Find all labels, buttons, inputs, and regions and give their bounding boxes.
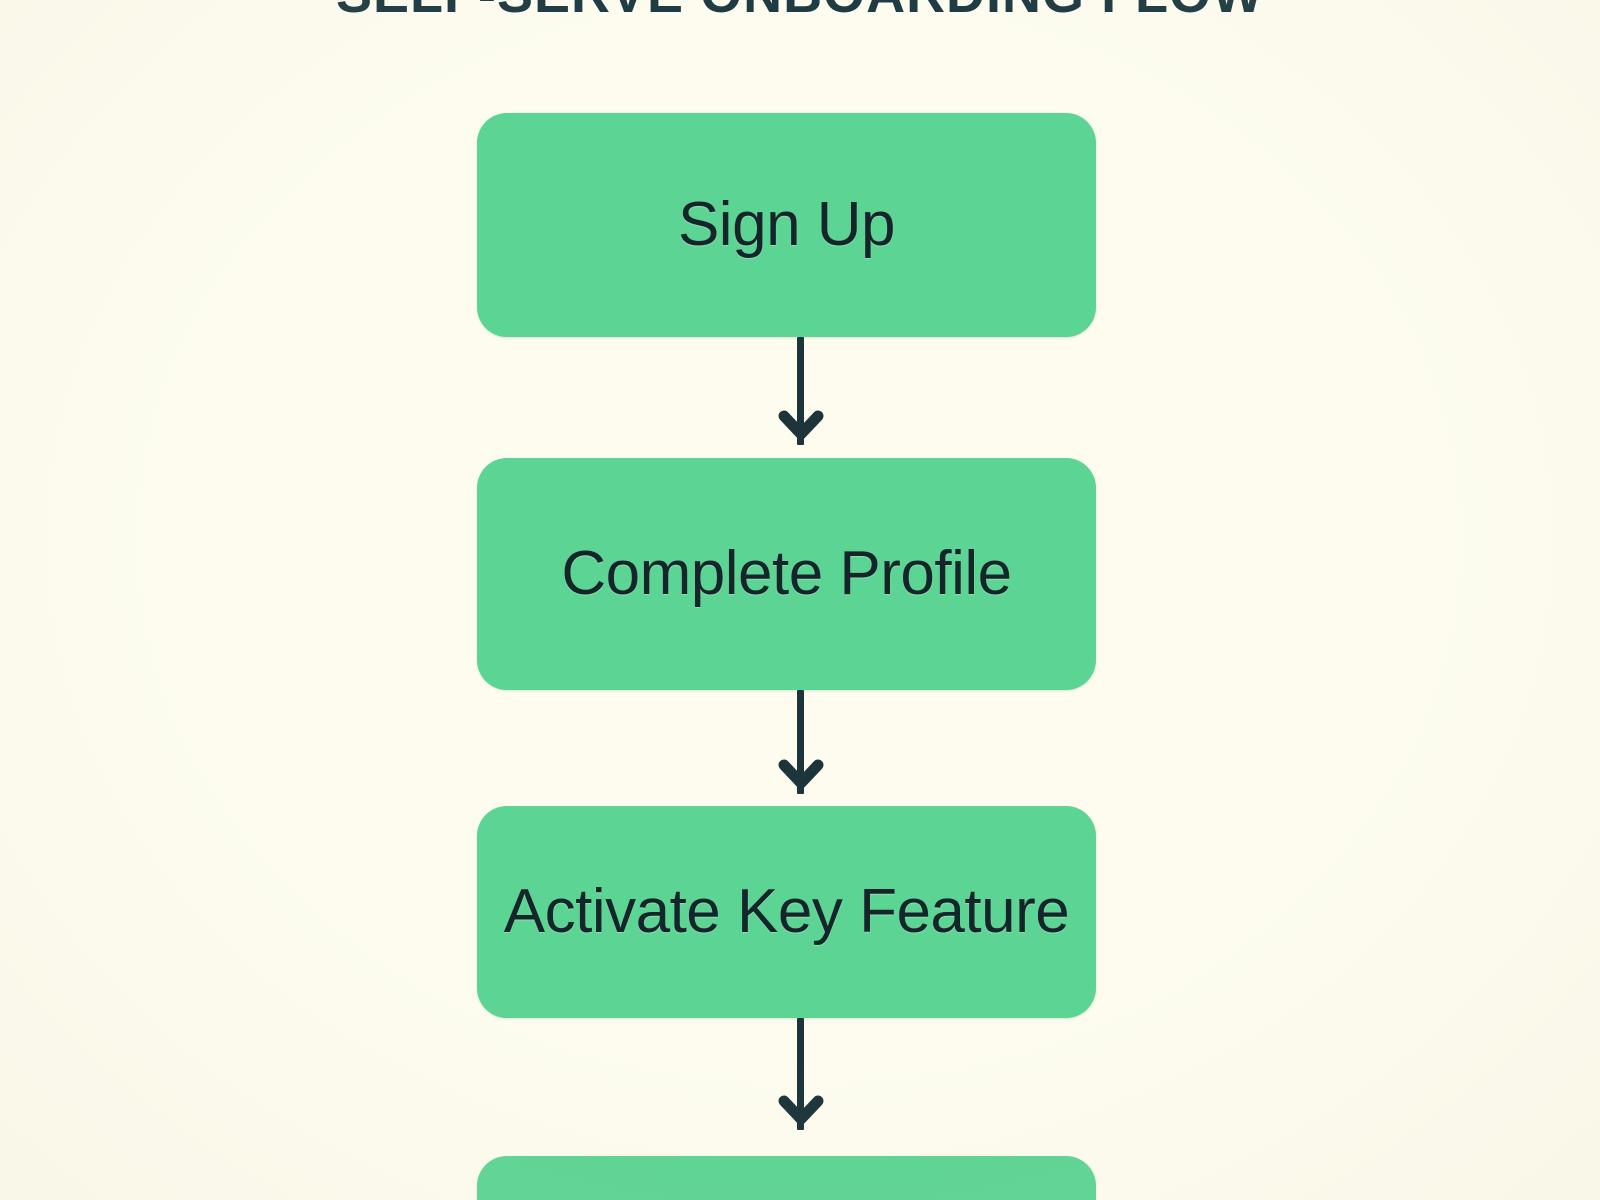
flow-node-label: Activate Key Feature	[503, 877, 1070, 947]
arrow-head-down-icon	[778, 400, 824, 446]
page-title: SELF-SERVE ONBOARDING FLOW	[0, 0, 1600, 24]
arrow-shaft	[797, 690, 804, 794]
flow-node-complete-profile[interactable]: Complete Profile	[477, 458, 1096, 690]
flow-node-label: Complete Profile	[561, 539, 1012, 609]
flow-node-sign-up[interactable]: Sign Up	[477, 113, 1096, 337]
diagram-title-clip: SELF-SERVE ONBOARDING FLOW	[0, 0, 1600, 28]
arrow-head-down-icon	[778, 749, 824, 795]
flow-node-label: Sign Up	[677, 190, 896, 260]
flow-arrow-complete-profile-to-activate-key-feature	[778, 690, 823, 794]
arrow-shaft	[797, 337, 804, 445]
flow-arrow-sign-up-to-complete-profile	[778, 337, 823, 445]
arrow-shaft	[797, 1018, 804, 1130]
flow-node-activate-key-feature[interactable]: Activate Key Feature	[477, 806, 1096, 1018]
flow-arrow-activate-key-feature-to-next-step	[778, 1018, 823, 1130]
arrow-head-down-icon	[778, 1085, 824, 1131]
flow-node-next-step-cropped[interactable]	[477, 1156, 1096, 1200]
